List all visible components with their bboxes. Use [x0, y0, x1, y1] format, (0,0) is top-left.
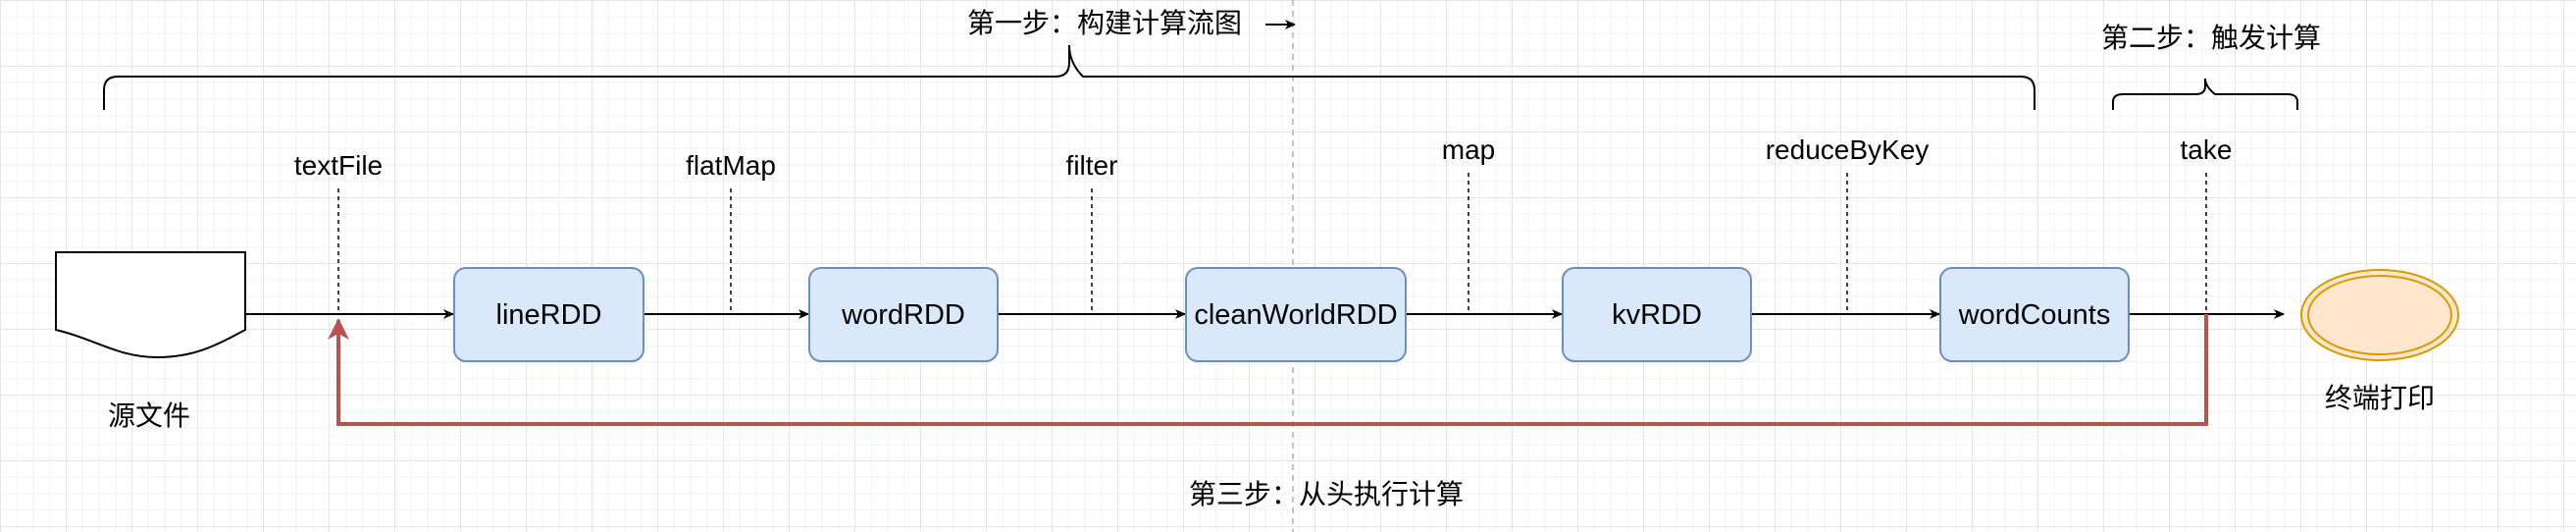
rdd-label-wordrdd: wordRDD — [841, 299, 965, 331]
rdd-label-cleanworldrdd: cleanWorldRDD — [1194, 299, 1397, 331]
op-label-flatmap: flatMap — [686, 150, 776, 181]
rdd-label-linerdd: lineRDD — [496, 299, 602, 331]
sink-label: 终端打印 — [2324, 382, 2436, 414]
rdd-node-wordrdd: wordRDD — [808, 267, 999, 362]
op-label-reducebykey: reduceByKey — [1765, 134, 1930, 165]
sink-terminal-node — [2300, 269, 2459, 361]
rdd-node-kvrdd: kvRDD — [1562, 267, 1752, 362]
step1-label: 第一步：构建计算流图 — [967, 7, 1243, 39]
source-file-shape — [55, 251, 246, 359]
op-label-filter: filter — [1065, 150, 1118, 181]
step2-brace — [2112, 78, 2298, 110]
step1-brace — [103, 44, 2035, 110]
rdd-label-kvrdd: kvRDD — [1612, 299, 1702, 331]
rdd-node-wordcounts: wordCounts — [1939, 267, 2130, 362]
rdd-label-wordcounts: wordCounts — [1958, 299, 2111, 331]
op-label-take: take — [2180, 134, 2233, 165]
rdd-node-linerdd: lineRDD — [453, 267, 644, 362]
op-label-map: map — [1441, 134, 1496, 165]
rdd-node-cleanworldrdd: cleanWorldRDD — [1185, 267, 1407, 362]
step2-label: 第二步：触发计算 — [2101, 22, 2322, 54]
step3-label: 第三步：从头执行计算 — [1189, 478, 1465, 510]
source-file-label: 源文件 — [107, 399, 191, 432]
op-label-textfile: textFile — [293, 150, 384, 181]
recompute-feedback-arrow — [328, 314, 2208, 426]
